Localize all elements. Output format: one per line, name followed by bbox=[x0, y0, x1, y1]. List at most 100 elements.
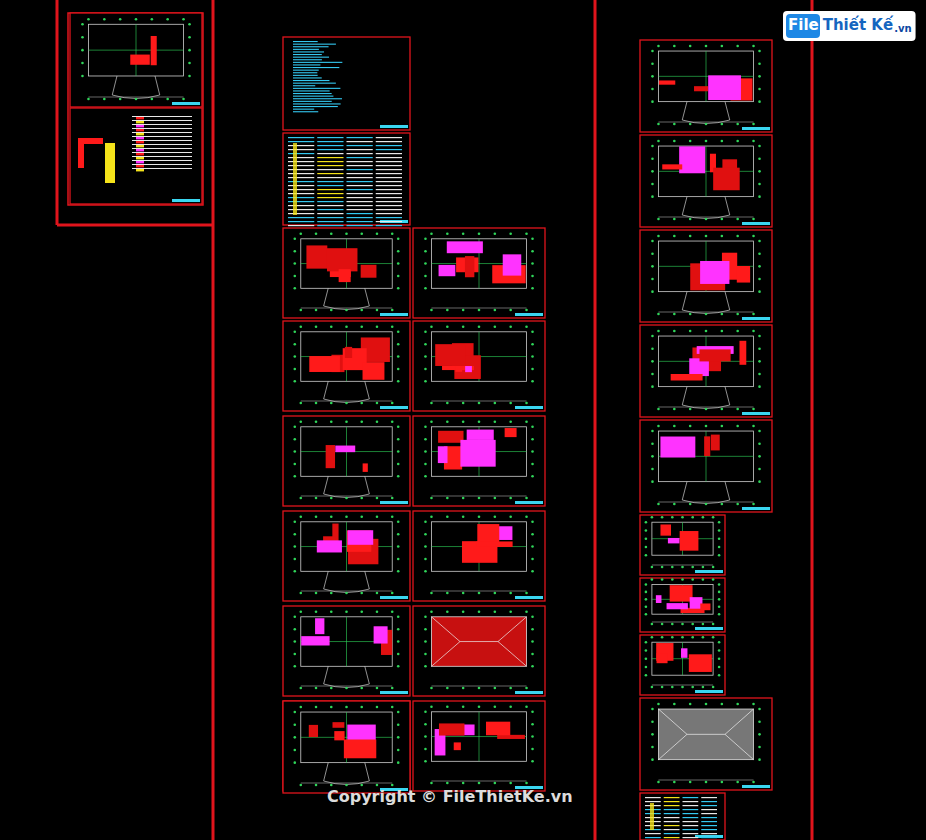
service-block bbox=[465, 366, 472, 372]
table-row bbox=[347, 153, 373, 154]
drawing-sheet bbox=[283, 416, 410, 506]
note-line bbox=[293, 41, 318, 42]
note-line bbox=[293, 59, 322, 60]
table-row bbox=[347, 181, 373, 182]
table-row bbox=[376, 209, 402, 210]
porch bbox=[324, 763, 370, 785]
building-outline bbox=[658, 241, 753, 292]
table-row bbox=[317, 209, 343, 210]
building-outline bbox=[431, 332, 526, 382]
table-row bbox=[317, 145, 343, 146]
table-row bbox=[347, 157, 373, 158]
drawing-sheet bbox=[413, 701, 545, 791]
service-block bbox=[713, 168, 740, 191]
table-row bbox=[288, 221, 314, 222]
table-row bbox=[288, 209, 314, 210]
note-line bbox=[293, 67, 339, 68]
note-line bbox=[293, 46, 329, 47]
building-outline bbox=[652, 522, 713, 555]
title-strip bbox=[515, 313, 543, 316]
table-row bbox=[347, 225, 373, 226]
note-line bbox=[293, 106, 338, 107]
sheet-border bbox=[283, 321, 410, 411]
service-block bbox=[317, 540, 342, 552]
drawing-sheet bbox=[413, 321, 545, 411]
service-block bbox=[361, 265, 377, 278]
note-line bbox=[293, 101, 332, 102]
table-row bbox=[347, 165, 373, 166]
title-strip bbox=[515, 596, 543, 599]
table-row bbox=[701, 821, 717, 822]
sheet-border bbox=[70, 108, 202, 204]
dimension-line bbox=[431, 591, 526, 592]
service-block bbox=[486, 722, 510, 736]
table-row bbox=[347, 177, 373, 178]
frame-line bbox=[56, 0, 59, 225]
note-line bbox=[293, 70, 319, 71]
table-row bbox=[683, 825, 699, 826]
roof-plan bbox=[658, 709, 753, 760]
table-row bbox=[317, 221, 343, 222]
service-block bbox=[700, 603, 710, 610]
service-block bbox=[694, 86, 708, 91]
legend-row bbox=[132, 164, 192, 165]
service-block bbox=[315, 618, 324, 634]
table-row bbox=[347, 201, 373, 202]
title-strip bbox=[380, 501, 408, 504]
service-block bbox=[667, 603, 688, 609]
sheet-border bbox=[640, 635, 725, 695]
legend-row bbox=[132, 116, 192, 117]
service-block bbox=[309, 725, 318, 737]
note-line bbox=[293, 54, 322, 55]
drawing-sheet bbox=[640, 698, 772, 790]
note-line bbox=[293, 75, 318, 76]
service-block bbox=[438, 431, 463, 443]
table-row bbox=[288, 217, 314, 218]
service-block bbox=[332, 722, 344, 728]
table-row bbox=[664, 833, 680, 834]
service-block bbox=[439, 723, 464, 735]
service-block bbox=[327, 248, 357, 271]
table-row bbox=[317, 169, 343, 170]
table-row bbox=[347, 169, 373, 170]
table-row bbox=[645, 797, 661, 798]
dimension-line bbox=[658, 780, 753, 781]
porch bbox=[682, 197, 730, 219]
sheet-border bbox=[640, 325, 772, 417]
dimension-line bbox=[301, 783, 392, 784]
table-row bbox=[317, 205, 343, 206]
table-row bbox=[376, 161, 402, 162]
table-row bbox=[683, 817, 699, 818]
building-outline bbox=[301, 427, 392, 477]
title-strip bbox=[742, 507, 770, 510]
service-block bbox=[363, 362, 385, 380]
table-row bbox=[288, 169, 314, 170]
table-row bbox=[288, 205, 314, 206]
title-strip bbox=[742, 785, 770, 788]
table-row bbox=[664, 821, 680, 822]
sheet-border bbox=[283, 606, 410, 696]
service-block bbox=[447, 241, 483, 253]
service-block bbox=[739, 341, 746, 365]
table-row bbox=[664, 825, 680, 826]
porch bbox=[324, 476, 370, 497]
table-row bbox=[288, 189, 314, 190]
table-row bbox=[347, 205, 373, 206]
drawing-sheet bbox=[640, 230, 772, 322]
title-strip bbox=[172, 102, 200, 105]
service-block bbox=[711, 435, 720, 451]
service-block bbox=[476, 541, 512, 547]
service-block bbox=[662, 164, 682, 169]
table-row bbox=[317, 161, 343, 162]
note-line bbox=[293, 62, 342, 63]
drawing-sheet bbox=[413, 511, 545, 601]
table-row bbox=[317, 141, 343, 142]
table-row bbox=[347, 137, 373, 138]
note-line bbox=[293, 77, 322, 78]
service-block bbox=[465, 256, 474, 277]
table-row bbox=[664, 809, 680, 810]
drawing-sheet bbox=[640, 325, 772, 417]
service-block bbox=[151, 36, 157, 65]
table-row bbox=[376, 169, 402, 170]
dimension-line bbox=[658, 122, 753, 123]
